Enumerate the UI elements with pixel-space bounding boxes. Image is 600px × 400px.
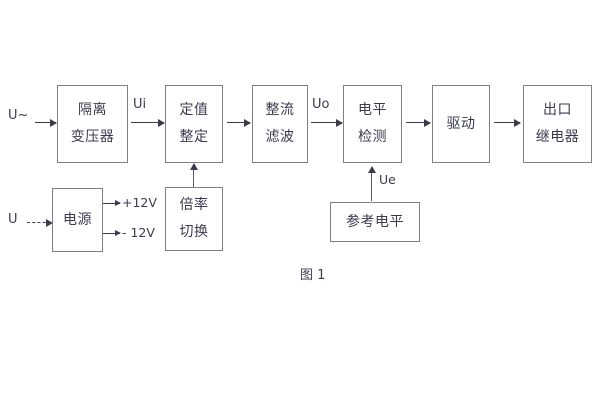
- arrow-setting-value-to-rectify-filter: [227, 118, 251, 127]
- block-reference-level-line1: 参考电平: [346, 213, 404, 230]
- block-power-supply-line1: 电源: [63, 211, 92, 228]
- block-isolation-transformer-line1: 隔离: [78, 102, 107, 119]
- block-rectify-filter: 整流 滤波: [252, 85, 308, 163]
- block-setting-value-line1: 定值: [179, 102, 209, 119]
- block-multiplier-switch-line1: 倍率: [179, 197, 209, 214]
- block-rectify-filter-line1: 整流: [265, 102, 295, 119]
- arrow-power-supply-positive-rail: [103, 200, 121, 206]
- figure-caption: 图 1: [300, 268, 326, 283]
- block-isolation-transformer: 隔离 变压器: [57, 85, 128, 163]
- block-output-relay-line2: 继电器: [535, 129, 580, 145]
- block-setting-value: 定值 整定: [165, 85, 223, 163]
- block-drive: 驱动: [432, 85, 490, 163]
- block-setting-value-line2: 整定: [179, 129, 209, 145]
- arrow-rectify-filter-to-level-detection: [311, 118, 343, 127]
- signal-label-ui: Ui: [133, 97, 147, 112]
- rail-label-positive-12v: +12V: [122, 195, 157, 210]
- arrow-power-supply-negative-rail: [103, 230, 121, 236]
- block-drive-line1: 驱动: [446, 115, 476, 132]
- block-reference-level: 参考电平: [330, 202, 420, 242]
- arrow-level-detection-to-drive: [406, 118, 431, 127]
- block-multiplier-switch: 倍率 切换: [165, 187, 223, 251]
- signal-label-uo: Uo: [312, 97, 330, 112]
- arrow-input-to-power-supply: [27, 218, 53, 227]
- block-level-detection-line2: 检测: [358, 129, 387, 145]
- block-power-supply: 电源: [52, 188, 103, 252]
- block-level-detection: 电平 检测: [343, 85, 402, 163]
- rail-label-negative-12v: - 12V: [122, 225, 155, 240]
- arrow-multiplier-switch-to-setting-value: [189, 163, 198, 187]
- block-isolation-transformer-line2: 变压器: [70, 129, 115, 145]
- arrow-isolation-transformer-to-setting-value: [131, 118, 165, 127]
- arrow-input-to-isolation-transformer: [35, 118, 57, 127]
- block-multiplier-switch-line2: 切换: [179, 224, 209, 240]
- arrow-drive-to-output-relay: [494, 118, 521, 127]
- arrow-reference-level-to-level-detection: [367, 166, 376, 201]
- signal-label-ue: Ue: [379, 172, 396, 187]
- input-label-u-ac: U~: [8, 108, 29, 123]
- block-rectify-filter-line2: 滤波: [265, 129, 295, 145]
- input-label-u-dc: U: [8, 212, 18, 227]
- block-output-relay: 出口 继电器: [523, 85, 592, 163]
- block-output-relay-line1: 出口: [543, 102, 572, 119]
- block-level-detection-line1: 电平: [358, 102, 387, 119]
